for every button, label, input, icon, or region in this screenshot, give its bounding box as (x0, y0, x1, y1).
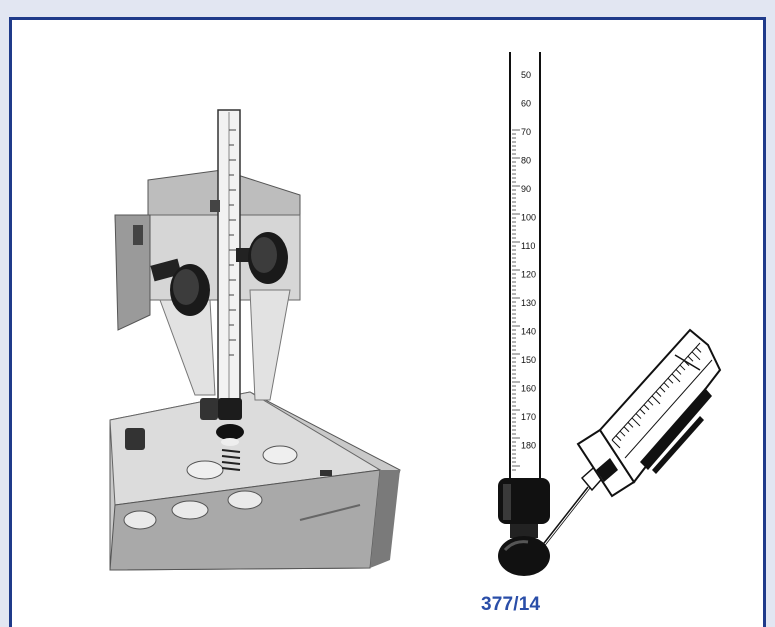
scale-label: 100 (521, 213, 536, 223)
right-knob (236, 232, 288, 284)
scale-label: 120 (521, 270, 536, 280)
syringe-graduations (611, 347, 702, 449)
scale-label: 160 (521, 384, 536, 394)
scale-label: 50 (521, 70, 531, 80)
syringe-tick (663, 382, 670, 389)
syringe-tick (647, 399, 654, 406)
left-knob (150, 258, 210, 316)
scale-label: 70 (521, 127, 531, 137)
syringe-tick (655, 391, 662, 397)
scale-label: 60 (521, 99, 531, 109)
scale-label: 170 (521, 412, 536, 422)
syringe-tick (635, 413, 642, 419)
syringe-tick (643, 404, 650, 411)
scale-tube-drawing: 50 60 70 80 90 100 110 120 130 140 150 160 170 180 (498, 52, 550, 576)
scale-label: 130 (521, 298, 536, 308)
syringe-tick (675, 369, 682, 375)
stand-photo (109, 109, 401, 571)
scale-labels: 50 60 70 80 90 100 110 120 130 140 150 160 170 180 (521, 70, 536, 451)
scale-label: 110 (521, 241, 535, 251)
syringe-tick (619, 430, 626, 437)
syringe-tick (671, 373, 681, 383)
scale-label: 150 (521, 355, 536, 365)
syringe-tick (631, 417, 641, 427)
syringe-tick (687, 355, 694, 362)
scale-label: 90 (521, 184, 531, 194)
scale-label: 140 (521, 327, 536, 337)
syringe-tick (623, 426, 630, 433)
syringe-tick (691, 351, 701, 361)
syringe-tick (615, 435, 622, 441)
scale-minor-ticks (512, 129, 520, 471)
syringe-tick (651, 395, 661, 405)
syringe-drawing (540, 328, 722, 549)
syringe-tick (639, 408, 646, 415)
syringe-tick (659, 386, 666, 393)
syringe-tick (695, 347, 702, 353)
figure-caption: 377/14 (481, 594, 541, 615)
syringe-tick (627, 422, 634, 428)
scale-label: 80 (521, 156, 531, 166)
photo-tube-ticks (229, 129, 236, 356)
scale-label: 180 (521, 441, 536, 451)
syringe-tick (679, 364, 686, 371)
syringe-tick (667, 377, 674, 384)
syringe-tick (611, 439, 621, 449)
